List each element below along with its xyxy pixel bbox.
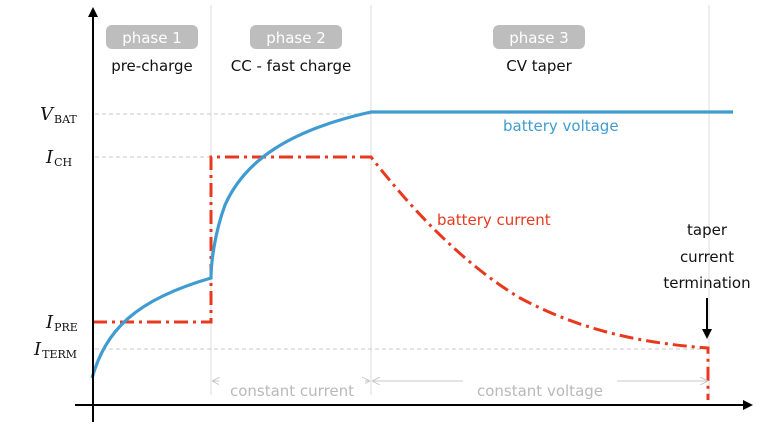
phase-1-header: phase 1 pre-charge: [106, 25, 198, 75]
phase-2-badge-text: phase 2: [266, 29, 326, 47]
phase-2-name: CC - fast charge: [231, 57, 351, 75]
phase-1-name: pre-charge: [111, 57, 193, 75]
label-ipre: IPRE: [45, 312, 78, 334]
phase-3-badge: [493, 25, 585, 49]
termination-label-line3: termination: [663, 274, 750, 292]
constant-voltage-label-bg: [463, 380, 617, 400]
phase-1-badge: [106, 25, 198, 49]
battery-voltage-curve: [90, 110, 733, 379]
label-vbat: VBAT: [40, 104, 77, 126]
constant-current-label: constant current: [230, 382, 354, 400]
termination-label-line2: current: [680, 248, 734, 266]
constant-voltage-label: constant voltage: [477, 382, 603, 400]
battery-voltage-label: battery voltage: [503, 117, 619, 135]
battery-current-label: battery current: [437, 211, 551, 229]
constant-current-label-bg: [219, 380, 365, 400]
termination-label-line1: taper: [687, 221, 728, 239]
phase-3-header: phase 3 CV taper: [493, 25, 585, 75]
phase-2-badge: [250, 25, 342, 49]
phase-3-name: CV taper: [506, 57, 572, 75]
phase-2-header: phase 2 CC - fast charge: [231, 25, 351, 75]
battery-current-curve: [93, 155, 710, 400]
label-ich: ICH: [45, 147, 72, 169]
phase-3-badge-text: phase 3: [509, 29, 569, 47]
phase-1-badge-text: phase 1: [122, 29, 182, 47]
label-iterm: ITERM: [33, 339, 77, 361]
